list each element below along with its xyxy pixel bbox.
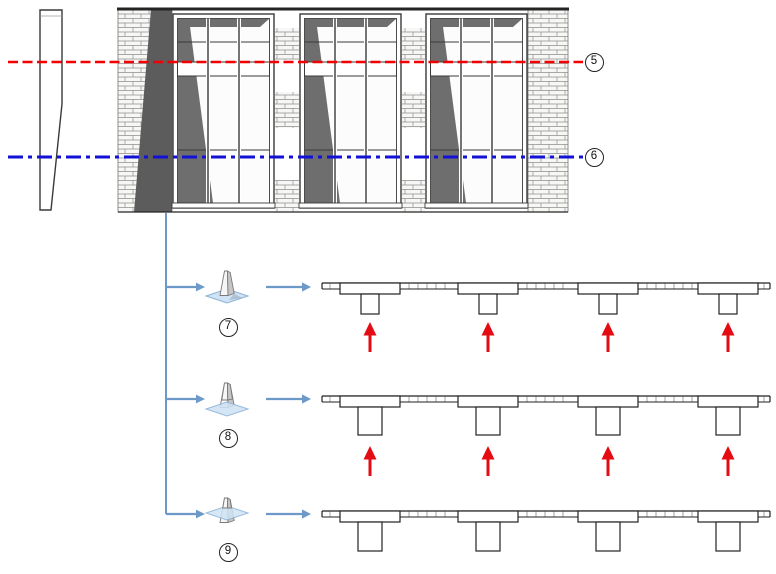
window-elevation — [117, 7, 569, 213]
row-arrow-7 — [264, 281, 313, 293]
red-arrow — [600, 444, 616, 478]
cut-plane-mid-icon — [204, 497, 250, 524]
label-cut-line-5: 5 — [584, 52, 604, 72]
connector-tree — [165, 213, 313, 520]
brick-pier-left — [117, 8, 173, 213]
label-8-text: 8 — [224, 431, 232, 444]
red-arrow — [480, 444, 496, 478]
pier-shadow — [134, 9, 172, 212]
plan-row-9 — [321, 510, 771, 552]
label-6-text: 6 — [590, 150, 598, 163]
branch-arrow-8 — [166, 394, 205, 404]
red-arrow — [600, 320, 616, 354]
plan-row-7 — [321, 282, 771, 354]
wall-profile-section — [39, 9, 63, 211]
red-arrow — [720, 320, 736, 354]
brick-pier-middle-1 — [275, 9, 299, 212]
red-arrow — [480, 320, 496, 354]
cut-plane-low-icon — [204, 382, 250, 417]
brick-pier-right — [527, 8, 569, 213]
branch-arrow-7 — [166, 282, 205, 292]
plan-row-8 — [321, 395, 771, 478]
label-5-text: 5 — [590, 55, 598, 68]
red-arrow — [362, 320, 378, 354]
window-1 — [170, 12, 277, 210]
brick-pier-middle-2 — [402, 9, 425, 212]
window-2 — [297, 12, 404, 210]
label-cut-line-6: 6 — [584, 147, 604, 167]
window-3 — [423, 12, 530, 210]
label-row-7: 7 — [218, 317, 238, 337]
label-row-9: 9 — [218, 542, 238, 562]
label-9-text: 9 — [224, 545, 232, 558]
red-arrow — [362, 444, 378, 478]
red-arrow — [720, 444, 736, 478]
cut-plane-base-icon — [204, 270, 250, 304]
label-row-8: 8 — [218, 428, 238, 448]
branch-arrow-9 — [166, 509, 205, 519]
row-arrow-9 — [264, 508, 313, 520]
label-7-text: 7 — [224, 320, 232, 333]
row-arrow-8 — [264, 393, 313, 405]
